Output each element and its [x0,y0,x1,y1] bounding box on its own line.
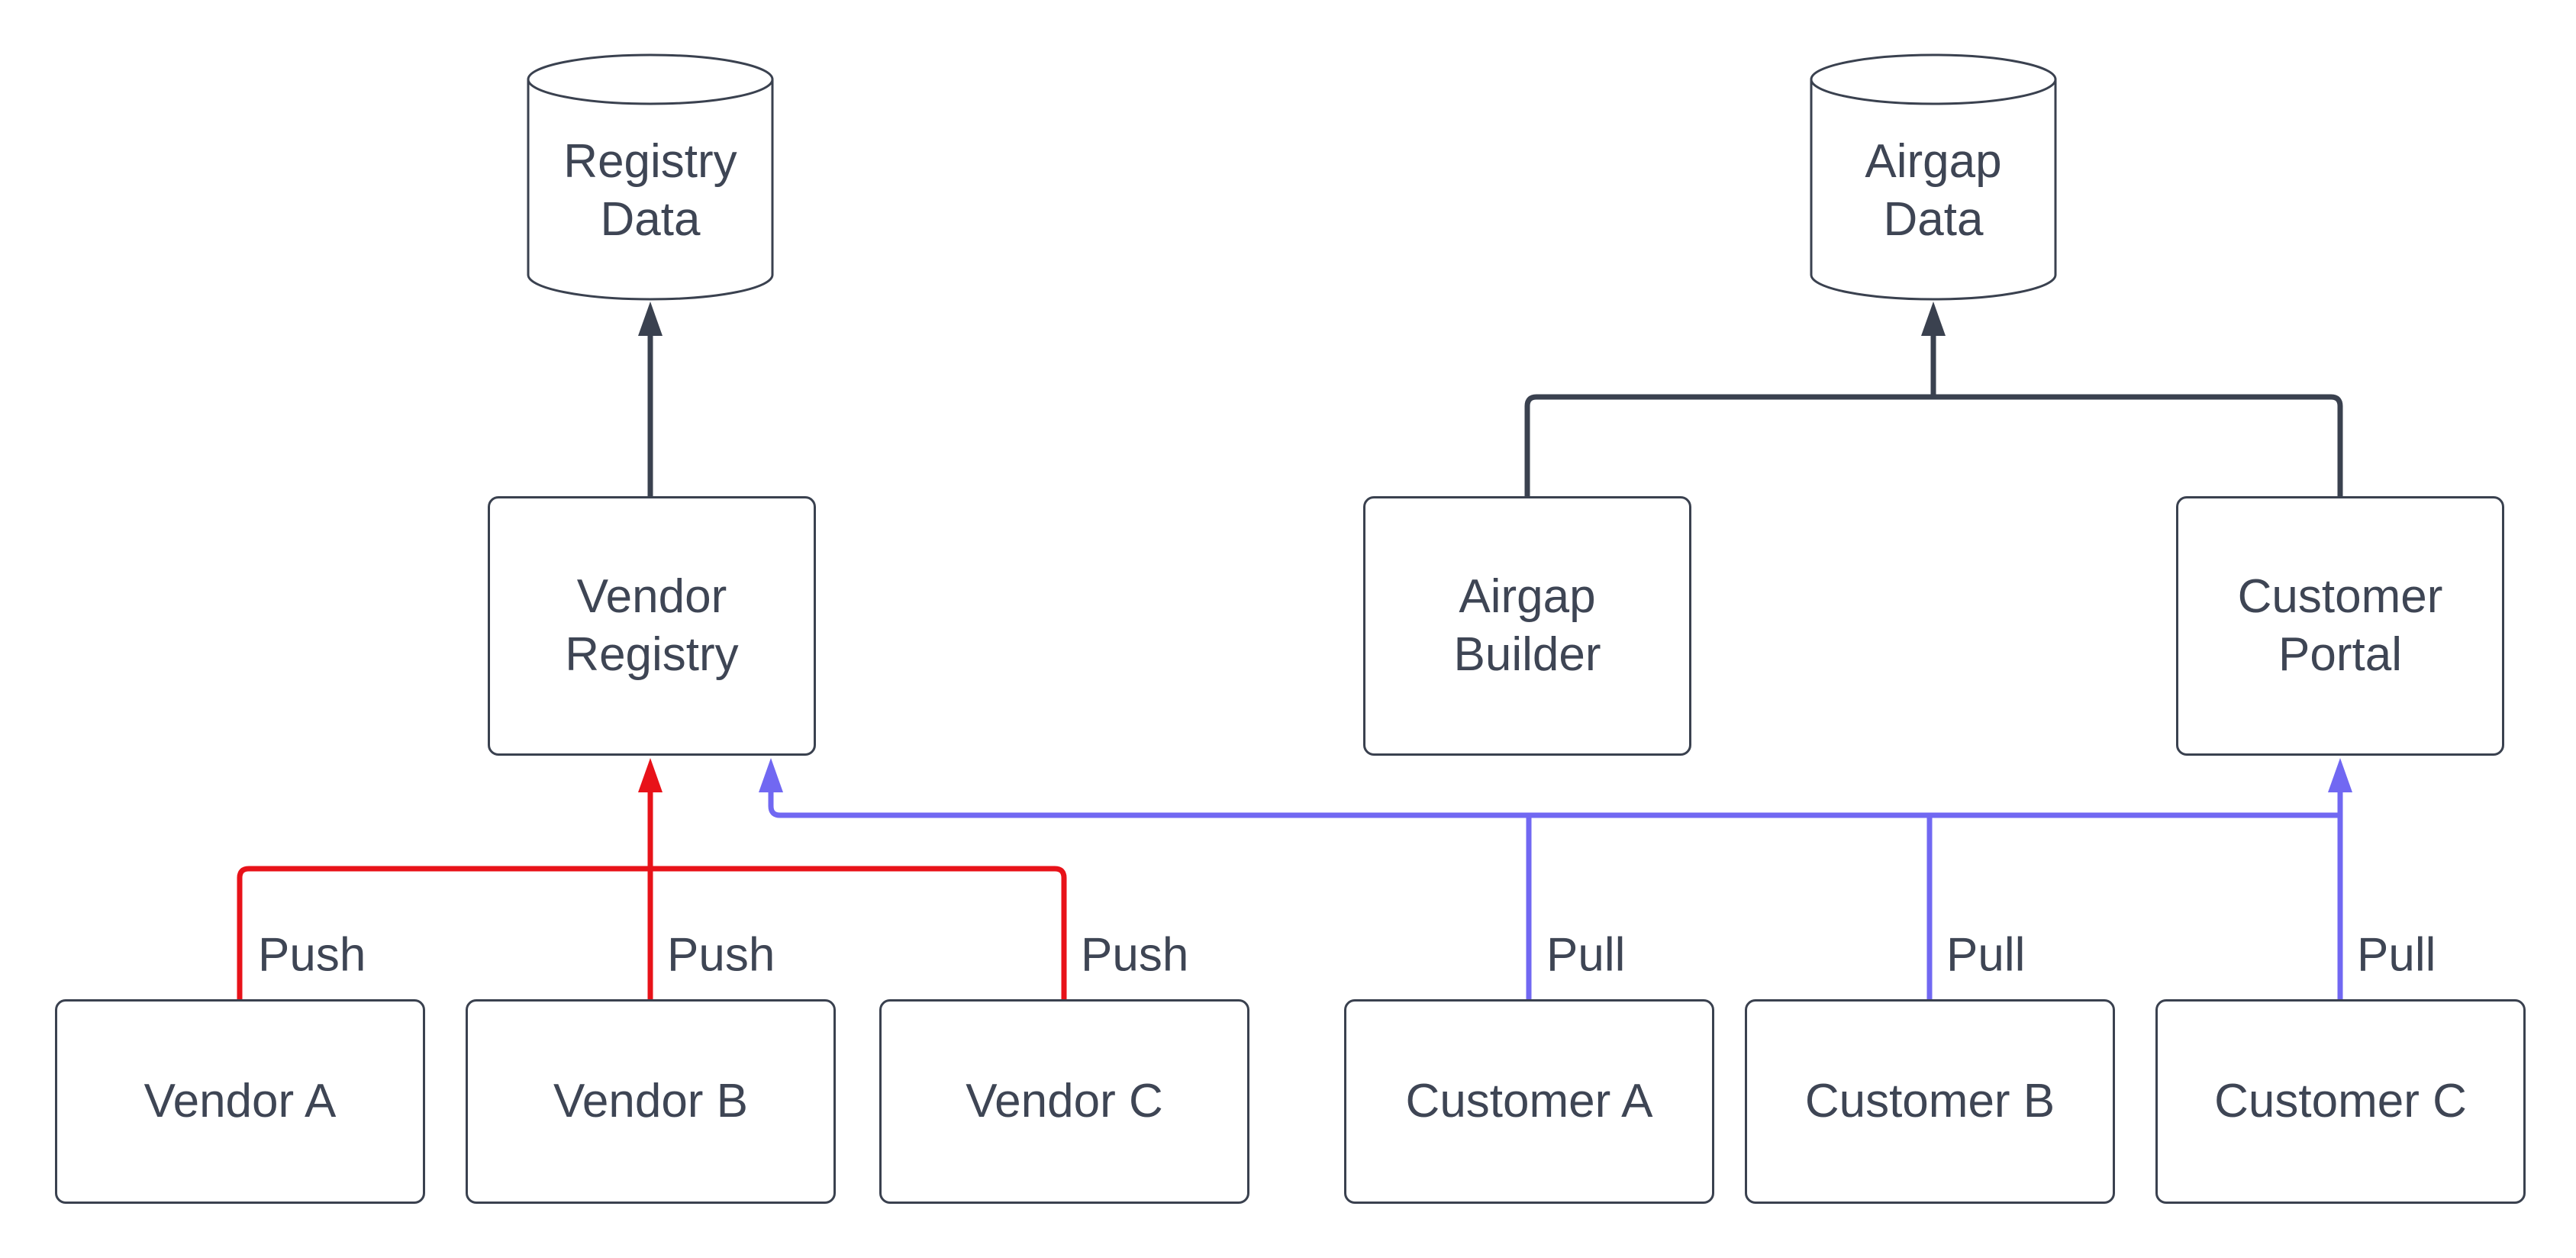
arrowhead-up-icon [2328,758,2352,792]
edge-label-pull-customer-a: Pull [1546,928,1626,982]
node-label: Customer B [1804,1075,2055,1128]
node-label: Vendor C [966,1075,1163,1128]
node-airgap-builder: Airgap Builder [1363,496,1691,756]
node-airgap-data-label: Airgap Data [1819,107,2048,275]
node-label: Registry Data [563,135,737,246]
edge-label-push-vendor-c: Push [1081,928,1189,982]
edge-label-pull-customer-b: Pull [1946,928,2026,982]
node-label: Airgap Builder [1453,570,1601,681]
edge-pull-customer-c-to-customer-portal [2328,758,2352,999]
node-registry-data-shape [527,53,774,301]
edge-vendor-registry-to-registry-data [638,302,663,496]
edge-label-pull-customer-c: Pull [2357,928,2436,982]
arrowhead-up-icon [638,302,663,336]
arrowhead-up-icon [759,758,783,792]
node-label: Vendor A [143,1075,337,1128]
node-vendor-c: Vendor C [879,999,1249,1204]
node-label: Customer C [2214,1075,2467,1128]
node-label: Customer Portal [2237,570,2443,681]
node-vendor-a: Vendor A [55,999,425,1204]
node-registry-data-label: Registry Data [536,107,765,275]
node-label: Vendor Registry [565,570,739,681]
edge-airgap-builder-customer-portal-to-airgap-data [1524,302,2343,496]
node-label: Vendor B [553,1075,749,1128]
node-customer-b: Customer B [1745,999,2115,1204]
arrowhead-up-icon [1921,302,1946,336]
node-customer-portal: Customer Portal [2176,496,2504,756]
node-label: Customer A [1405,1075,1653,1128]
arrowhead-up-icon [638,758,663,792]
node-vendor-registry: Vendor Registry [488,496,816,756]
edge-pull-trunk-to-vendor-registry [759,758,2340,818]
node-airgap-data-shape [1810,53,2057,301]
edge-label-push-vendor-a: Push [258,928,366,982]
node-customer-a: Customer A [1344,999,1714,1204]
node-label: Airgap Data [1865,135,2002,246]
edge-push-to-vendor-registry [638,758,663,999]
node-customer-c: Customer C [2155,999,2526,1204]
edge-label-push-vendor-b: Push [667,928,775,982]
node-vendor-b: Vendor B [466,999,836,1204]
